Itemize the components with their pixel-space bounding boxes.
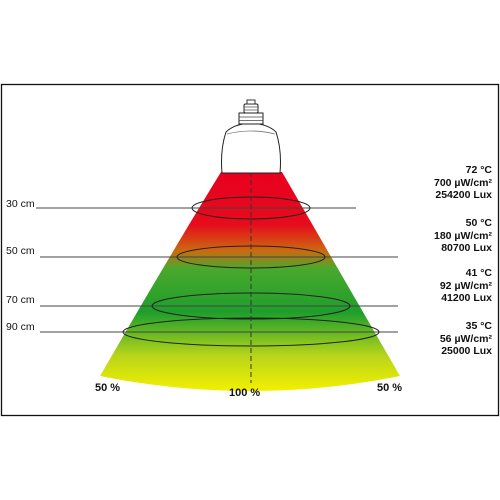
uv-value: 92 µW/cm² xyxy=(439,279,492,292)
distance-label-90: 90 cm xyxy=(6,321,35,333)
temperature-value: 72 °C xyxy=(465,164,492,176)
temperature-value: 35 °C xyxy=(465,320,492,332)
intensity-center-label: 100 % xyxy=(229,387,261,399)
uv-value: 700 µW/cm² xyxy=(434,176,492,189)
spec-block-90: 35 °C 56 µW/cm² 25000 Lux xyxy=(440,320,492,358)
intensity-left-label: 50 % xyxy=(95,382,121,394)
uv-value: 180 µW/cm² xyxy=(434,229,492,242)
temperature-value: 41 °C xyxy=(465,267,492,279)
spec-block-50: 50 °C 180 µW/cm² 80700 Lux xyxy=(434,217,492,255)
spec-block-30: 72 °C 700 µW/cm² 254200 Lux xyxy=(434,164,492,202)
lamp-bulb-icon xyxy=(221,99,281,174)
lux-value: 80700 Lux xyxy=(441,242,492,254)
distance-label-70: 70 cm xyxy=(6,294,35,306)
uv-value: 56 µW/cm² xyxy=(439,332,492,345)
intensity-right-label: 50 % xyxy=(377,382,403,394)
spec-block-70: 41 °C 92 µW/cm² 41200 Lux xyxy=(440,267,492,305)
temperature-value: 50 °C xyxy=(465,217,492,229)
diagram-border xyxy=(0,83,500,417)
lux-value: 41200 Lux xyxy=(441,292,492,304)
lux-value: 254200 Lux xyxy=(435,189,492,201)
distance-label-30: 30 cm xyxy=(6,198,35,210)
lux-value: 25000 Lux xyxy=(441,345,492,357)
light-cone xyxy=(100,172,400,391)
distance-label-50: 50 cm xyxy=(6,245,35,257)
